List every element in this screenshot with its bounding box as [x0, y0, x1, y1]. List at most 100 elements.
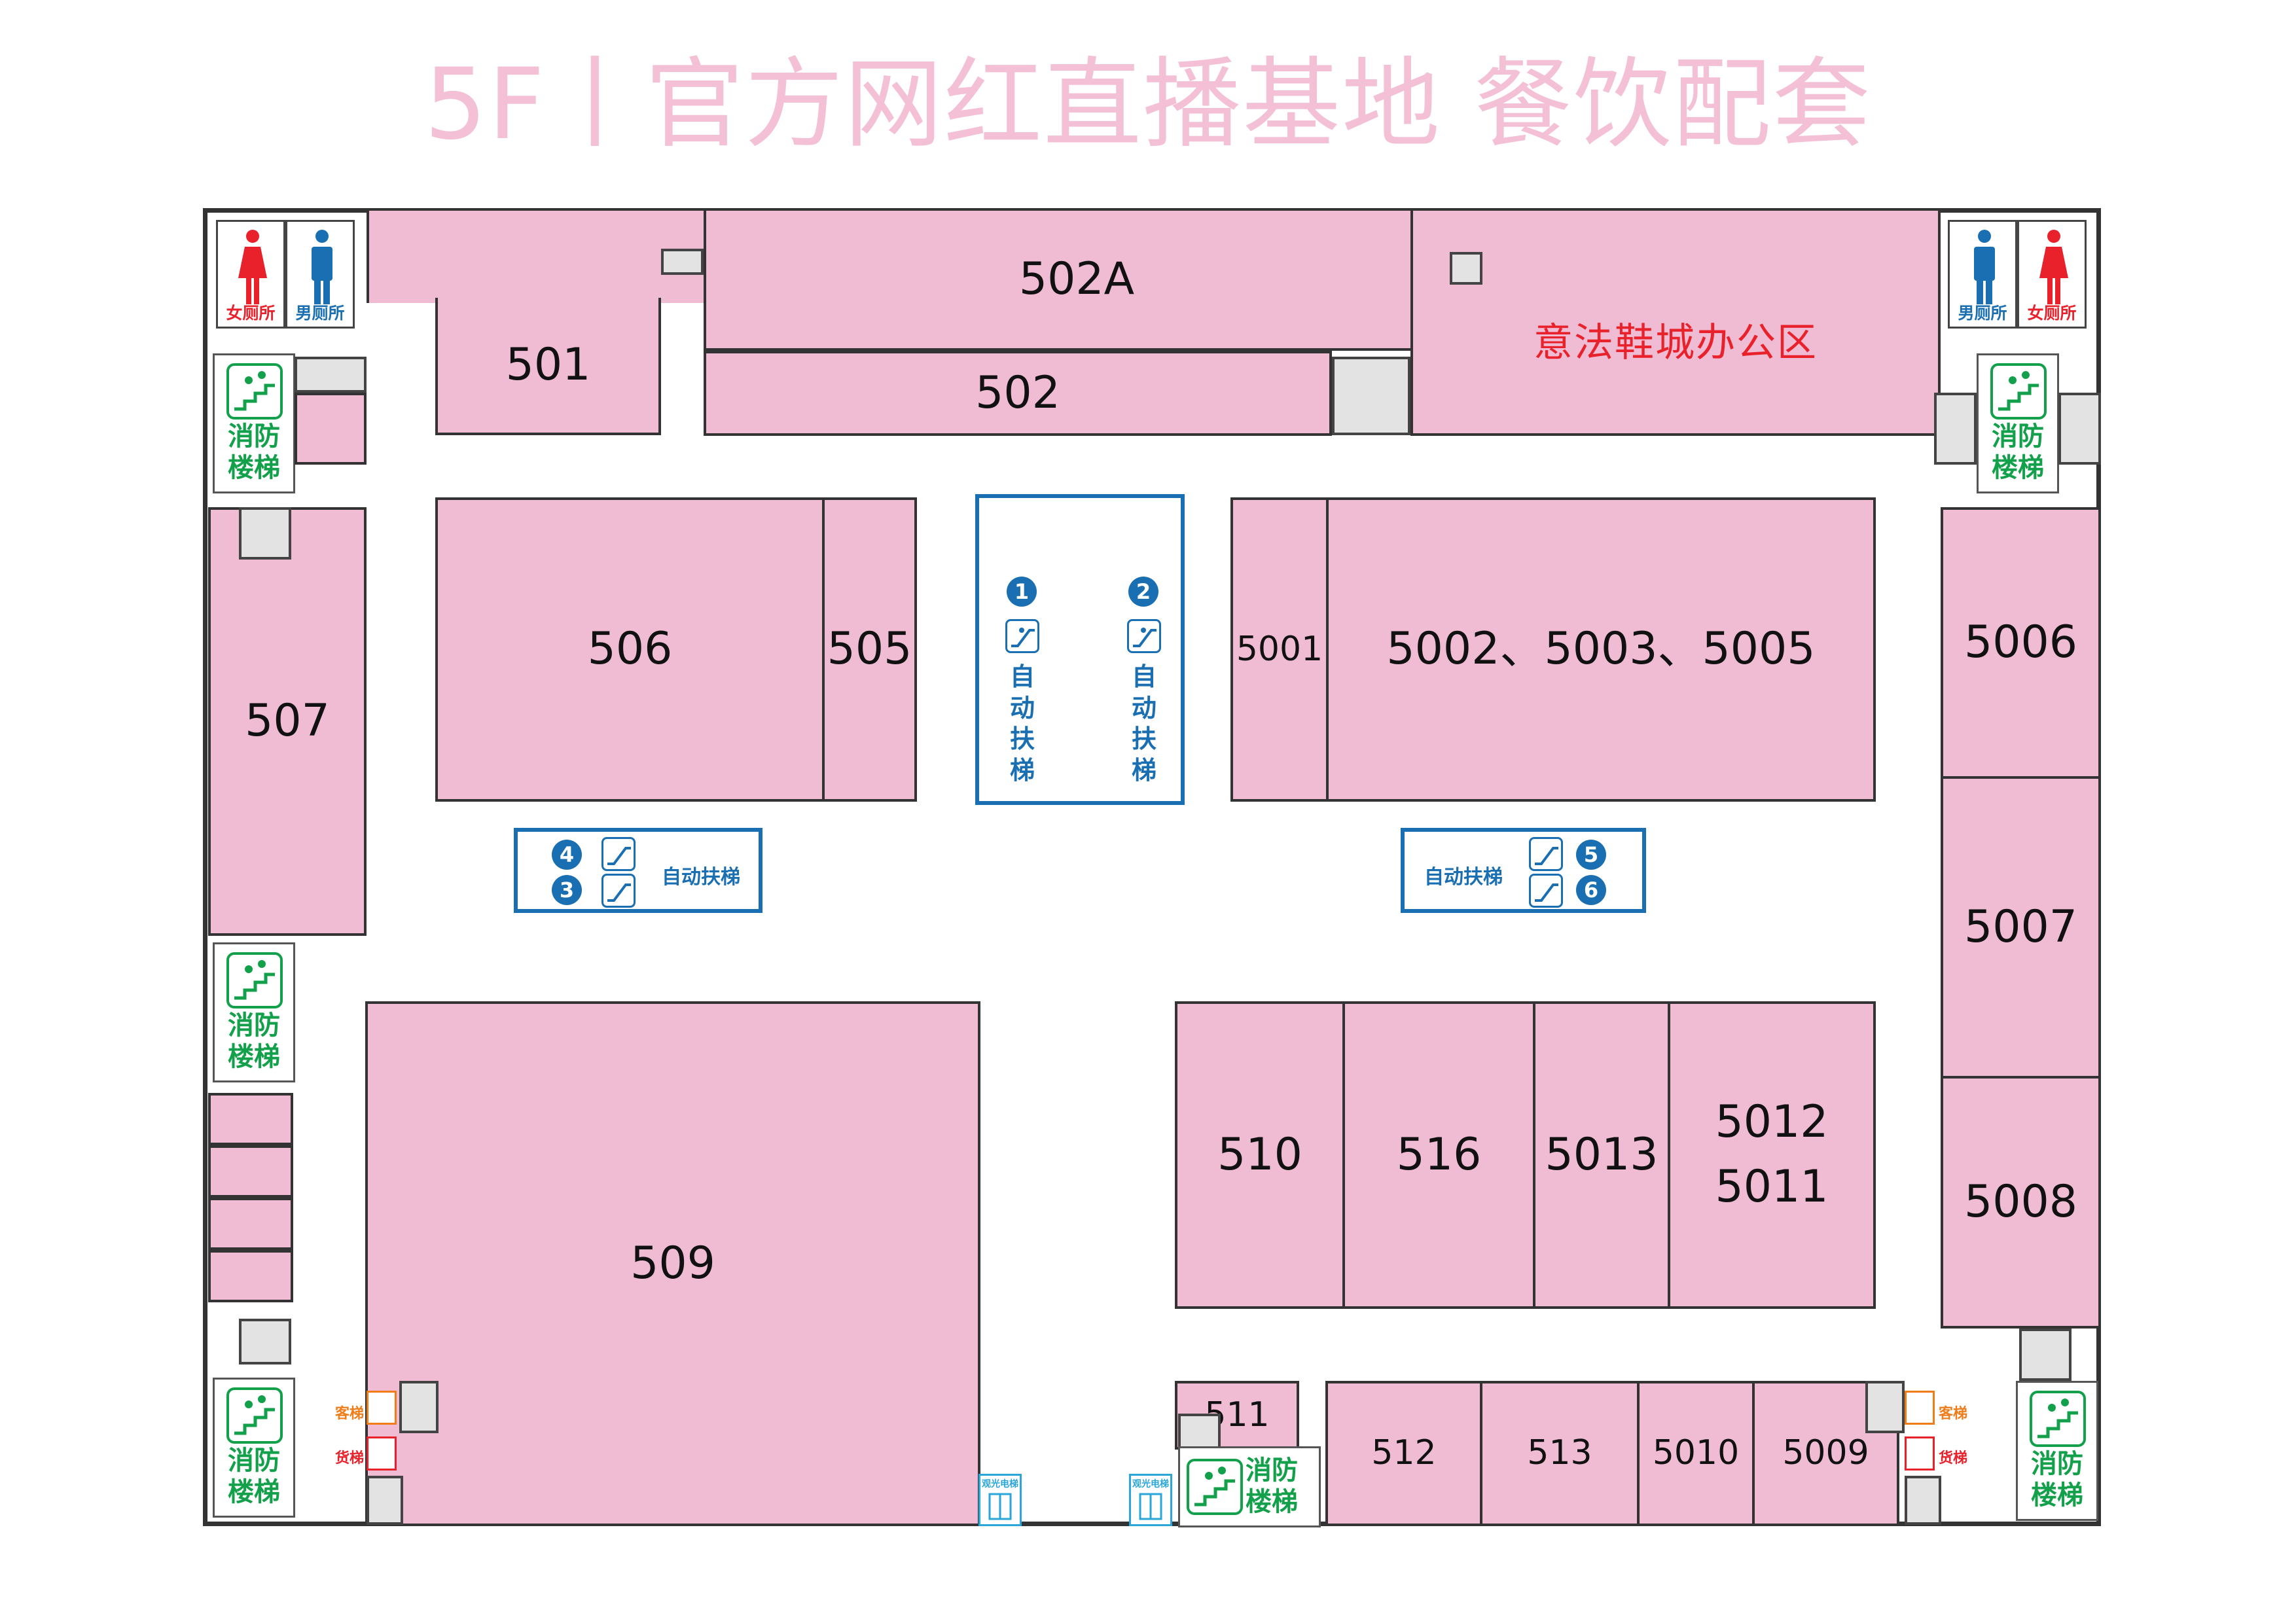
sightseeing-lift-label: 观光电梯 [1132, 1479, 1169, 1489]
women-toilet-right[interactable]: 女厕所 [2017, 220, 2087, 329]
shop-label: 505 [827, 623, 912, 675]
elevator-icon[interactable] [367, 1391, 397, 1425]
shop-5002[interactable]: 5002、5003、5005 [1326, 497, 1876, 802]
fire-stairs-sw[interactable]: 消防楼梯 [213, 1378, 295, 1518]
women-toilet[interactable]: 女厕所 [216, 220, 285, 329]
passenger-lift-label: 客梯 [335, 1406, 365, 1422]
men-toilet-right[interactable]: 男厕所 [1948, 220, 2017, 329]
escalator-icon [601, 874, 636, 908]
escalator-label-2: 自动扶梯 [1131, 662, 1157, 785]
service-room [367, 1476, 403, 1525]
shop-502a[interactable]: 502A [704, 208, 1450, 351]
fire-stairs-icon [1990, 363, 2047, 419]
escalator-icon [1529, 837, 1563, 871]
shop-label: 501 [505, 338, 591, 391]
men-toilet[interactable]: 男厕所 [285, 220, 355, 329]
service-room [2058, 393, 2101, 465]
escalator-number: 3 [552, 875, 582, 905]
fire-label-2: 楼梯 [1992, 453, 2044, 483]
women-icon [2039, 230, 2068, 304]
escalator-icon [601, 837, 636, 871]
elevator-icon [988, 1493, 1012, 1520]
shop-label: 5009 [1782, 1433, 1869, 1473]
fire-stairs-ne[interactable]: 消防楼梯 [1977, 353, 2059, 493]
fire-label-2: 楼梯 [228, 1477, 280, 1507]
escalator-panel-right[interactable]: 自动扶梯 5 6 [1401, 828, 1646, 913]
elevator-icon[interactable] [367, 1436, 397, 1471]
fire-label-2: 楼梯 [1246, 1487, 1298, 1517]
shop-502[interactable]: 502 [704, 351, 1332, 436]
service-room [661, 249, 704, 275]
fire-stairs-icon [1187, 1459, 1243, 1515]
shop-507[interactable]: 507 [208, 507, 367, 936]
shop-5006[interactable]: 5006 [1941, 507, 2101, 779]
shop-label: 502 [975, 366, 1060, 419]
shop-label: 5008 [1964, 1175, 2078, 1228]
service-room [1332, 357, 1410, 435]
shop-516[interactable]: 516 [1342, 1001, 1535, 1309]
small-room [208, 1198, 293, 1250]
fire-stairs-nw[interactable]: 消防楼梯 [213, 353, 295, 493]
elevator-icon [1139, 1493, 1162, 1520]
sightseeing-lift-label: 观光电梯 [982, 1479, 1018, 1489]
shop-501-lower[interactable]: 501 [435, 298, 661, 435]
service-room [239, 507, 291, 560]
service-room [1934, 393, 1977, 465]
service-room [295, 357, 367, 393]
shop-label: 512 [1371, 1433, 1437, 1473]
elevator-icon[interactable] [1905, 1436, 1935, 1471]
fire-label-1: 消防 [228, 1010, 280, 1041]
shop-509[interactable]: 509 [365, 1001, 980, 1526]
escalator-panel-center[interactable]: 1 2 自动扶梯 自动扶梯 [975, 494, 1185, 805]
fire-stairs-icon [226, 1387, 283, 1444]
shop-5008[interactable]: 5008 [1941, 1076, 2101, 1329]
sightseeing-lift[interactable]: 观光电梯 [978, 1474, 1022, 1526]
shop-label: 5013 [1545, 1128, 1659, 1181]
shop-506[interactable]: 506 [435, 497, 825, 802]
escalator-label: 自动扶梯 [1424, 866, 1503, 889]
shop-505[interactable]: 505 [822, 497, 917, 802]
small-room [295, 393, 367, 465]
fire-label-2: 楼梯 [228, 453, 280, 483]
escalator-number: 4 [552, 840, 582, 870]
fire-stairs-icon [226, 363, 283, 419]
fire-label-1: 消防 [228, 1446, 280, 1476]
fire-label-1: 消防 [1246, 1455, 1298, 1486]
office-label: 意法鞋城办公区 [1534, 320, 1818, 366]
shop-512[interactable]: 512 [1325, 1381, 1482, 1526]
escalator-panel-left[interactable]: 4 3 自动扶梯 [514, 828, 762, 913]
fire-stairs-w[interactable]: 消防楼梯 [213, 942, 295, 1082]
shop-5013[interactable]: 5013 [1533, 1001, 1670, 1309]
escalator-icon [1127, 619, 1161, 653]
shop-513[interactable]: 513 [1480, 1381, 1640, 1526]
floor-title: 5F丨官方网红直播基地 餐饮配套 [424, 48, 1872, 162]
men-icon [1974, 230, 1995, 304]
fire-label-1: 消防 [2031, 1449, 2083, 1479]
fire-stairs-se[interactable]: 消防楼梯 [2016, 1381, 2098, 1521]
office-area[interactable] [1410, 208, 1941, 436]
escalator-label-1: 自动扶梯 [1009, 662, 1035, 785]
shop-5012-5011[interactable]: 5012 5011 [1668, 1001, 1876, 1309]
fire-label-2: 楼梯 [2031, 1480, 2083, 1510]
shop-label: 516 [1396, 1128, 1482, 1181]
fire-stairs-s[interactable]: 消防楼梯 [1178, 1446, 1321, 1527]
service-room [239, 1319, 291, 1364]
women-icon [238, 230, 267, 304]
shop-5001[interactable]: 5001 [1230, 497, 1329, 802]
shop-510[interactable]: 510 [1175, 1001, 1345, 1309]
women-toilet-label: 女厕所 [2027, 304, 2077, 323]
escalator-number: 1 [1007, 577, 1037, 607]
service-room [1450, 252, 1482, 285]
service-room [399, 1381, 439, 1433]
shop-label: 5002、5003、5005 [1386, 623, 1816, 675]
shop-label: 507 [245, 695, 330, 747]
shop-label: 5011 [1715, 1161, 1829, 1213]
shop-5010[interactable]: 5010 [1637, 1381, 1755, 1526]
sightseeing-lift[interactable]: 观光电梯 [1129, 1474, 1172, 1526]
shop-label: 5001 [1236, 629, 1323, 669]
service-room [2019, 1329, 2072, 1381]
shop-5007[interactable]: 5007 [1941, 776, 2101, 1079]
freight-lift-label: 货梯 [1939, 1450, 1968, 1467]
service-room [1905, 1476, 1941, 1525]
elevator-icon[interactable] [1905, 1391, 1935, 1425]
